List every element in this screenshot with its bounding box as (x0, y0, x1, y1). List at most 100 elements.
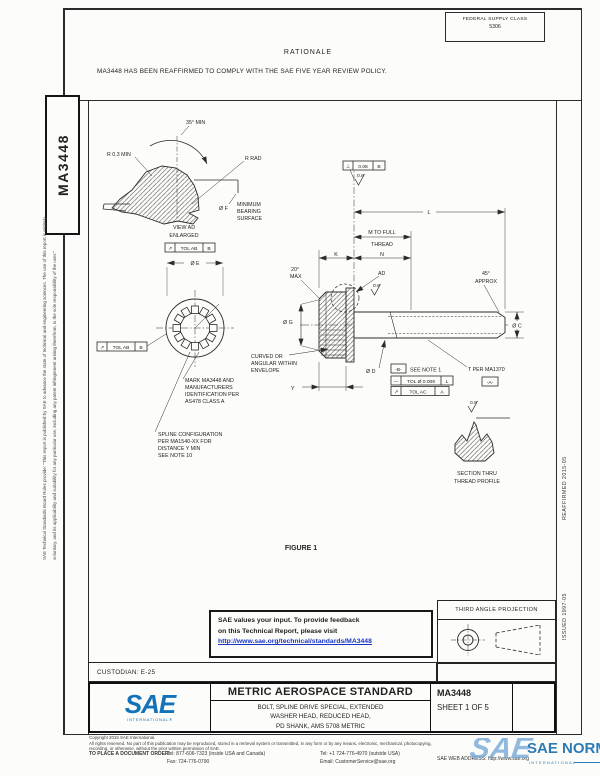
fcf-left-frame (96, 341, 148, 352)
dia-e-dimension (166, 258, 224, 296)
inner-right-border (556, 100, 557, 735)
spline-note-1: SPLINE CONFIGURATION (158, 432, 223, 438)
dim-y: Y (291, 386, 295, 392)
curved-note-1: CURVED OR (251, 354, 283, 360)
shank-outline (353, 311, 506, 339)
left-margin-disclaimer-1: SAE Technical Standards Board Rules prov… (42, 217, 47, 560)
label-dia-f: Ø F (219, 206, 229, 212)
mark-note-1: MARK MA3448 AND (185, 378, 234, 384)
rationale-body: MA3448 HAS BEEN REAFFIRMED TO COMPLY WIT… (97, 68, 387, 75)
web-address: SAE WEB ADDRESS: http://www.sae.org (437, 756, 529, 762)
inner-left-border (88, 100, 89, 735)
mark-note-4: AS478 CLASS A (185, 399, 225, 405)
view-ad-caption-1: VIEW AD (173, 225, 195, 231)
projection-title: THIRD ANGLE PROJECTION (438, 601, 555, 620)
label-dia-d: Ø D (366, 369, 376, 375)
head-section (318, 291, 347, 359)
label-20deg: 20° (291, 267, 299, 273)
view-ad-detail (102, 125, 245, 225)
curved-note-3: ENVELOPE (251, 368, 280, 374)
dim-l: L (428, 210, 431, 216)
issued-date-vertical: ISSUED 1997-05 (562, 593, 568, 640)
sae-logo: SAE (124, 688, 176, 719)
thread-callout: T PER MA1370 (468, 367, 505, 373)
detail-ad-balloon (330, 283, 360, 313)
custodian-label: CUSTODIAN: E-25 (97, 668, 156, 676)
watermark-subtext: INTERNATIONAL (529, 760, 577, 765)
label-dia-e: Ø E (190, 261, 200, 267)
email-address: Email: CustomerService@sae.org (320, 759, 396, 765)
doc-number-tab: MA3448 (45, 95, 80, 235)
sheet-number: SHEET 1 OF 5 (437, 703, 489, 712)
fcf-top-frame (164, 242, 216, 253)
tel-intl: Tel: +1 724-776-4970 (outside USA) (320, 751, 400, 757)
spline-end-view (146, 290, 234, 433)
roughness-value-2: 0.8 (373, 283, 380, 289)
tel-na: Tel: 877-606-7323 (inside USA and Canada… (167, 751, 266, 757)
roughness-value-1: 0.8 (357, 173, 364, 179)
projection-symbol (451, 624, 541, 656)
figure-caption: FIGURE 1 (285, 545, 317, 552)
title-block-logo-cell: SAE INTERNATIONAL® (90, 684, 210, 731)
view-ad-caption-2: ENLARGED (169, 233, 198, 239)
frame-bottom-border (63, 733, 582, 735)
head-fillet-section (111, 165, 200, 225)
label-dia-c: Ø C (512, 324, 522, 330)
watermark-rule (574, 762, 600, 763)
straightness-tol: TOL Ø 0.009 (407, 379, 435, 385)
frame-right-border (580, 8, 582, 735)
straightness-mod: L (446, 379, 449, 385)
doc-number-vertical: MA3448 (54, 134, 71, 196)
rights-line1: All rights reserved. No part of this pub… (89, 740, 432, 746)
title-block-number-cell: MA3448 SHEET 1 OF 5 (430, 684, 512, 731)
standard-type-heading: METRIC AEROSPACE STANDARD (211, 684, 430, 701)
label-20deg-max: MAX (290, 274, 302, 280)
y-dimension (302, 362, 363, 391)
feedback-line1: SAE values your input. To provide feedba… (218, 617, 360, 624)
fax-number: Fax: 724-776-0790 (167, 759, 210, 765)
label-min-bearing-3: SURFACE (237, 216, 262, 222)
label-r-03-min: R 0.3 MIN (107, 152, 131, 158)
reseller-watermark: SAE SAE NORM INTERNATIONAL (470, 738, 600, 776)
rationale-heading: RATIONALE (283, 49, 333, 56)
frame-top-border (63, 8, 582, 10)
label-r-rad: R RAD (245, 156, 262, 162)
feedback-line2: on this Technical Report, please visit (218, 627, 338, 635)
mark-note-2: MANUFACTURERS (185, 385, 233, 391)
dim-n: N (380, 252, 384, 258)
rationale-divider (64, 100, 581, 101)
dim-k: K (334, 252, 338, 258)
straightness-fcf (390, 375, 454, 386)
frame-left-border (63, 8, 65, 735)
label-35-min: 35° MIN (186, 120, 205, 126)
title-block: SAE INTERNATIONAL® METRIC AEROSPACE STAN… (88, 682, 556, 733)
projection-spacer-cell (437, 663, 556, 682)
fsc-label: FEDERAL SUPPLY CLASS (462, 17, 528, 22)
watermark-sae-logo: SAE (470, 738, 535, 765)
perp-fcf-datum: B (377, 164, 380, 170)
dia-c-dimension (505, 311, 526, 339)
doc-title-line2: WASHER HEAD, REDUCED HEAD, (270, 713, 371, 721)
see-note-1: SEE NOTE 1 (410, 368, 441, 374)
label-ad: AD (378, 271, 386, 277)
feedback-link[interactable]: http://www.sae.org/technical/standards/M… (218, 638, 372, 646)
figure-1-drawing: 35° MIN R 0.3 MIN R RAD Ø F MINIMUM BEAR… (96, 120, 526, 552)
spline-note-2: PER MA1540-XX FOR (158, 439, 212, 445)
perp-fcf-symbol: ⊥ (346, 164, 350, 170)
perpendicularity-fcf (342, 160, 386, 171)
datum-b-box (390, 363, 407, 374)
length-dimensions (319, 207, 505, 261)
label-45deg-approx: APPROX (475, 279, 498, 285)
bolt-side-view (288, 162, 526, 369)
feedback-box: SAE values your input. To provide feedba… (209, 610, 433, 658)
custodian-bar: CUSTODIAN: E-25 (88, 662, 437, 682)
rights-line2: recording, or otherwise, without the pri… (89, 745, 221, 751)
roughness-value-3: 0.8 (470, 400, 477, 406)
federal-supply-class-box: FEDERAL SUPPLY CLASS 5306 (445, 12, 545, 42)
reaffirmed-date-vertical: REAFFIRMED 2015-05 (562, 456, 568, 520)
dia-g-dimension (298, 299, 319, 351)
fcf-left-tol: TOL AB (113, 345, 130, 351)
label-45deg: 45° (482, 271, 490, 277)
sae-logo-subtext: INTERNATIONAL® (127, 717, 173, 723)
runout-fcf (390, 386, 450, 396)
